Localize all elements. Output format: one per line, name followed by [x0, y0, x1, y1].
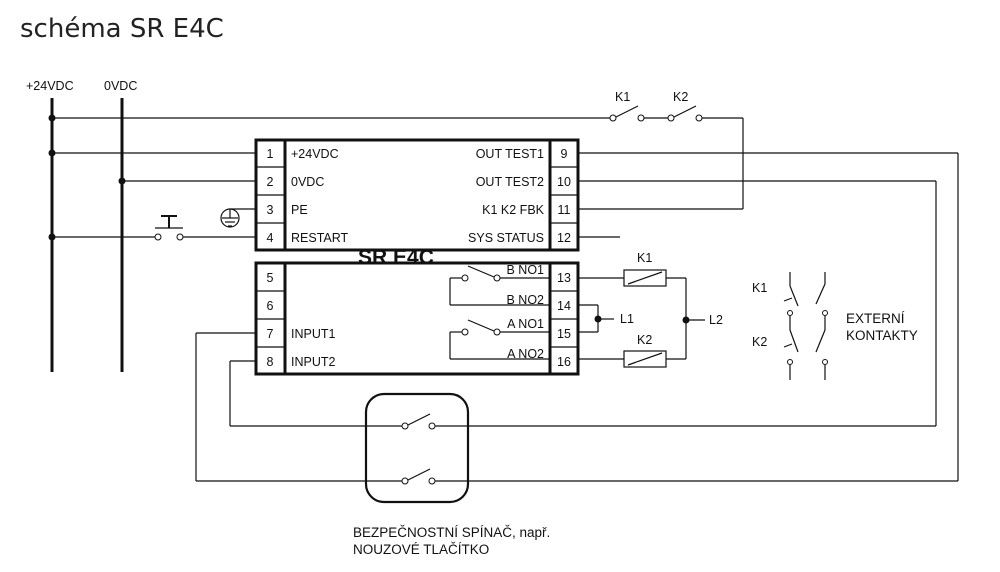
- load-l1-label: L1: [620, 312, 634, 326]
- terminal-8-num: 8: [267, 355, 274, 369]
- terminal-11-num: 11: [558, 203, 571, 217]
- safety-switch-label-1: BEZPEČNOSTNÍ SPÍNAČ, např.: [353, 525, 550, 540]
- external-contacts-label-1: EXTERNÍ: [846, 311, 905, 326]
- external-contacts-label-2: KONTAKTY: [846, 328, 918, 343]
- safety-switch-label-2: NOUZOVÉ TLAČÍTKO: [353, 542, 489, 557]
- terminal-4-num: 4: [267, 231, 274, 245]
- terminal-11-label: K1 K2 FBK: [482, 203, 544, 217]
- terminal-1-num: 1: [267, 147, 274, 161]
- terminal-2-label: 0VDC: [291, 175, 324, 189]
- device-name: SR E4C: [358, 246, 434, 269]
- terminal-9-num: 9: [561, 147, 568, 161]
- device-lower-block: [254, 261, 580, 376]
- terminal-16-num: 16: [557, 355, 571, 369]
- terminal-7-num: 7: [267, 327, 274, 341]
- terminal-4-label: RESTART: [291, 231, 349, 245]
- terminal-3-num: 3: [267, 203, 274, 217]
- terminal-2-num: 2: [267, 175, 274, 189]
- terminal-7-label: INPUT1: [291, 327, 336, 341]
- terminal-15-label: A NO1: [507, 317, 544, 331]
- coil-k2-label: K2: [637, 333, 652, 347]
- terminal-8-label: INPUT2: [291, 355, 336, 369]
- coil-k1-label: K1: [637, 251, 652, 265]
- ext-contact-k1-label: K1: [752, 281, 767, 295]
- terminal-1-label: +24VDC: [291, 147, 339, 161]
- terminal-16-label: A NO2: [507, 347, 544, 361]
- terminal-5-num: 5: [267, 271, 274, 285]
- terminal-10-num: 10: [557, 175, 571, 189]
- bus-label-plus24: +24VDC: [26, 79, 74, 93]
- safety-switch: [364, 392, 470, 504]
- terminal-14-num: 14: [557, 299, 571, 313]
- page-title: schéma SR E4C: [20, 14, 224, 44]
- contact-k2-label: K2: [673, 90, 688, 104]
- ext-contact-k2-label: K2: [752, 335, 767, 349]
- terminal-10-label: OUT TEST2: [476, 175, 544, 189]
- bus-label-0v: 0VDC: [104, 79, 137, 93]
- terminal-12-num: 12: [557, 231, 571, 245]
- device-upper-block: [254, 138, 580, 252]
- terminal-13-label: B NO1: [506, 263, 544, 277]
- terminal-14-label: B NO2: [506, 293, 544, 307]
- terminal-15-num: 15: [557, 327, 571, 341]
- terminal-3-label: PE: [291, 203, 308, 217]
- terminal-9-label: OUT TEST1: [476, 147, 544, 161]
- contact-k1-label: K1: [615, 90, 630, 104]
- load-l2-label: L2: [709, 313, 723, 327]
- terminal-6-num: 6: [267, 299, 274, 313]
- terminal-13-num: 13: [557, 271, 571, 285]
- terminal-12-label: SYS STATUS: [468, 231, 544, 245]
